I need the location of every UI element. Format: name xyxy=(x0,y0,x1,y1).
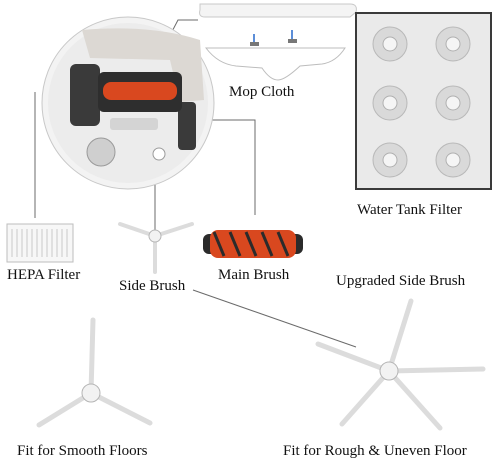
smooth-floors-label: Fit for Smooth Floors xyxy=(17,443,148,459)
water-tank-filter-icon xyxy=(355,12,492,190)
hepa-filter-icon xyxy=(6,223,74,263)
water-tank-filter-label: Water Tank Filter xyxy=(357,202,462,218)
main-brush-icon xyxy=(203,230,303,258)
smooth-floor-brush-icon xyxy=(36,317,153,428)
rough-floor-label: Fit for Rough & Uneven Floor xyxy=(283,443,467,459)
upgraded-side-brush-icon xyxy=(315,298,486,431)
side-brush-icon xyxy=(118,222,194,274)
mop-cloth-icon xyxy=(204,30,346,81)
mop-tray-icon xyxy=(199,3,357,18)
side-brush-label: Side Brush xyxy=(119,278,186,294)
robot-vacuum-icon xyxy=(41,16,215,190)
upgraded-side-brush-label: Upgraded Side Brush xyxy=(336,273,466,289)
main-brush-label: Main Brush xyxy=(218,267,290,283)
mop-cloth-label: Mop Cloth xyxy=(229,84,295,100)
hepa-filter-label: HEPA Filter xyxy=(7,267,81,283)
